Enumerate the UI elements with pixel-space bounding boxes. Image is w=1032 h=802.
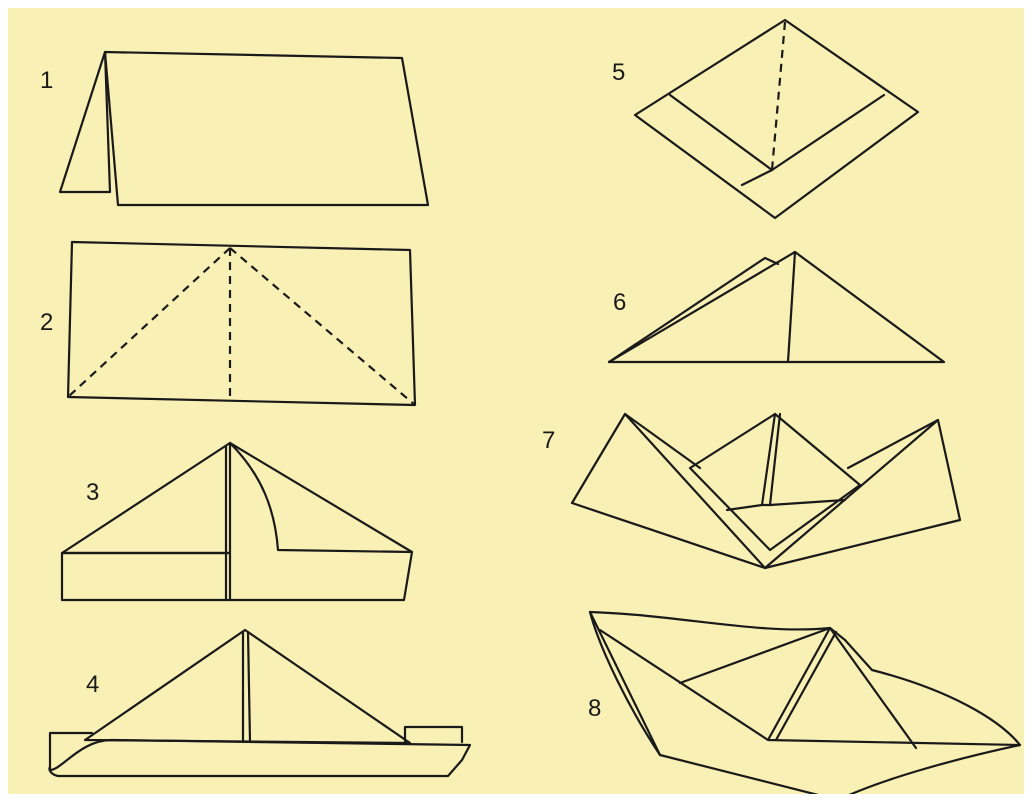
step-5-label: 5 [612, 59, 625, 86]
step-8-label: 8 [588, 695, 601, 722]
step-4-label: 4 [86, 671, 99, 698]
paper-boat-instructions: 1 2 3 4 [8, 8, 1024, 794]
step-6-label: 6 [613, 289, 626, 316]
step-1-label: 1 [40, 67, 53, 94]
diagram-panel: 1 2 3 4 [8, 8, 1024, 794]
step-2-label: 2 [40, 309, 53, 336]
step-7-label: 7 [542, 427, 555, 454]
panel-background [8, 8, 1024, 794]
step-3-label: 3 [86, 479, 99, 506]
